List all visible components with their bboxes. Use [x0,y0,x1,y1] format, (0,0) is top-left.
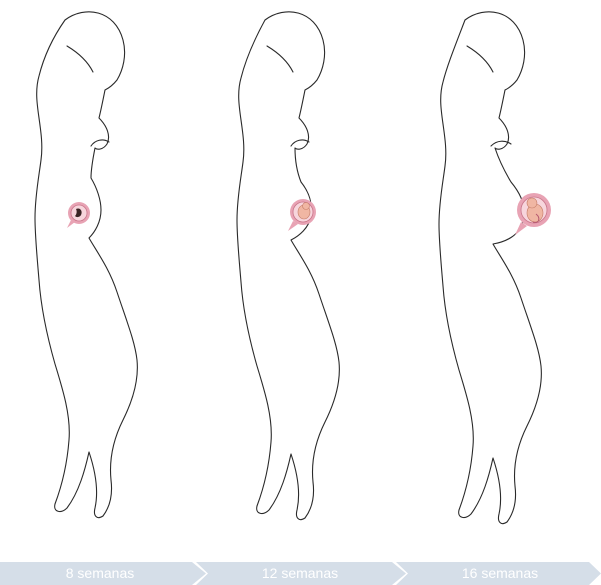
stage-label: 12 semanas [196,562,396,585]
pregnant-silhouette-1 [5,0,205,560]
stage-label: 16 semanas [396,562,596,585]
silhouette-outline [439,12,541,524]
stage-step-2: 12 semanas [196,562,396,585]
silhouette-outline [237,12,339,520]
stage-label: 8 semanas [0,562,200,585]
figure-stage-3 [405,0,601,560]
silhouette-outline [35,12,137,518]
stage-step-1: 8 semanas [0,562,200,585]
stage-step-3: 16 semanas [396,562,596,585]
figure-stage-2 [205,0,405,560]
figure-stage-1 [5,0,205,560]
pregnant-silhouette-2 [205,0,405,560]
week-progress-bar: 8 semanas 12 semanas 16 semanas [0,562,601,585]
pregnant-silhouette-3 [405,0,601,560]
